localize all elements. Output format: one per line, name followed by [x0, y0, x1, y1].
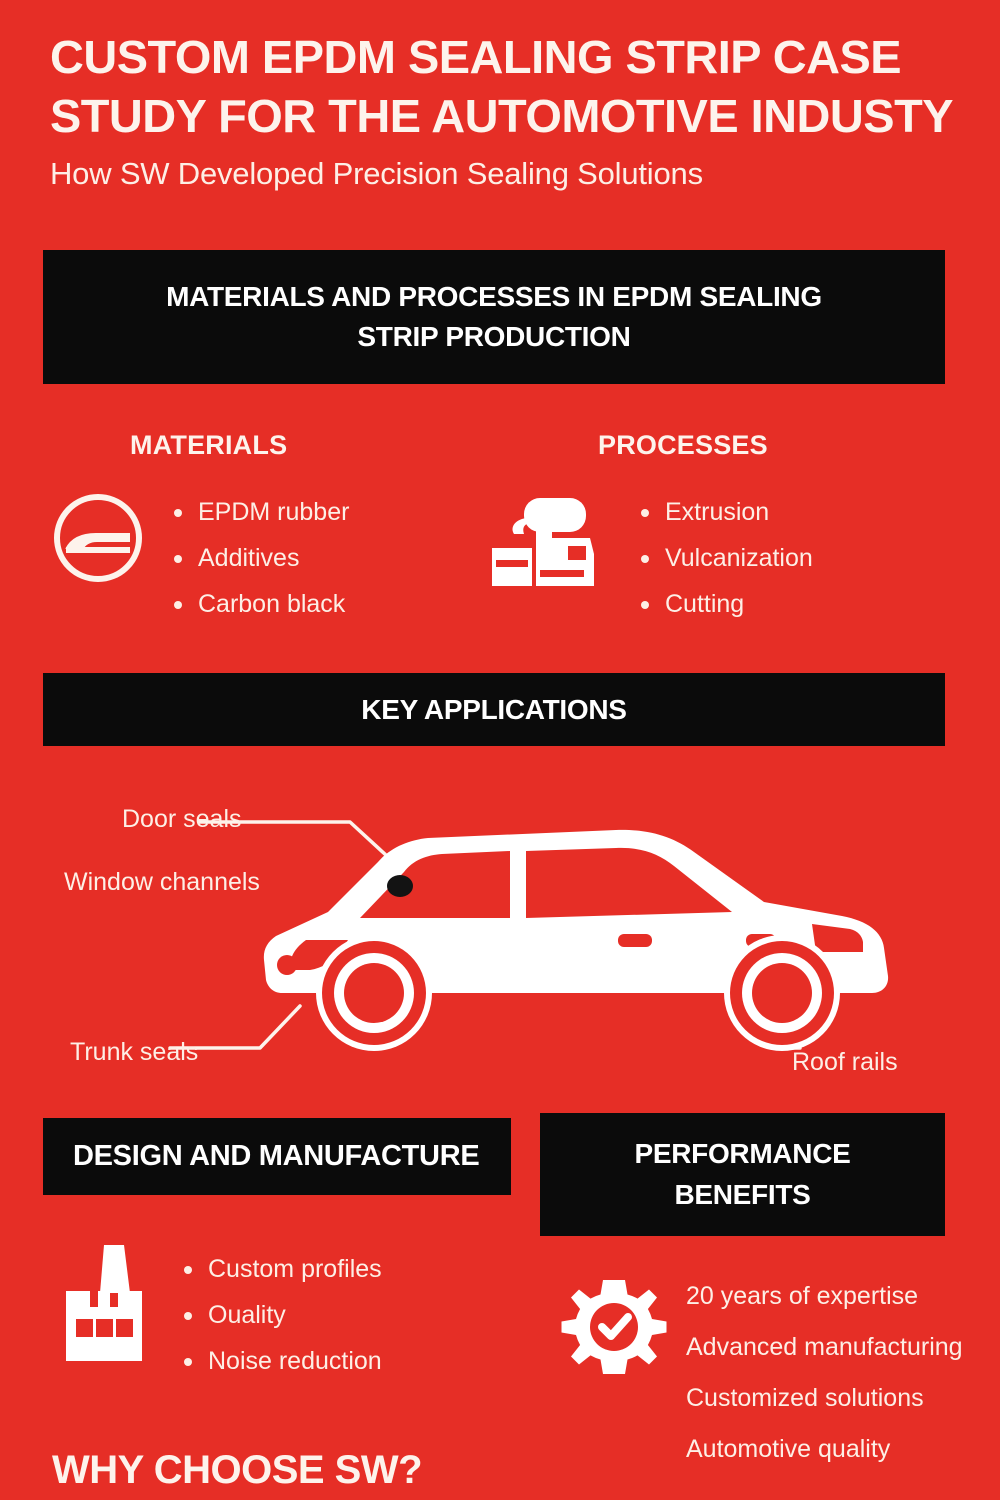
- why-choose-heading: WHY CHOOSE SW?: [52, 1448, 423, 1492]
- list-item: 20 years of expertise: [686, 1282, 919, 1310]
- list-item: Ouality: [180, 1303, 382, 1328]
- list-item: Additives: [170, 546, 349, 571]
- list-item: Custom profiles: [180, 1257, 382, 1282]
- banner-key-applications: KEY APPLICATIONS: [43, 673, 945, 746]
- banner-materials-and-processes: MATERIALS AND PROCESSES IN EPDM SEALING …: [43, 250, 945, 384]
- page-subtitle: How SW Developed Precision Sealing Solut…: [50, 155, 703, 191]
- list-item: Automotive quality: [686, 1435, 891, 1463]
- list-item: Advanced manufacturing: [686, 1333, 963, 1361]
- page-title: CUSTOM EPDM SEALING STRIP CASE STUDY FOR…: [50, 31, 954, 142]
- banner-performance-label: PERFORMANCE BENEFITS: [634, 1137, 851, 1210]
- banner-key-applications-label: KEY APPLICATIONS: [361, 693, 627, 725]
- list-item: Customized solutions: [686, 1384, 924, 1412]
- car-headlight: [277, 955, 297, 975]
- banner-design-and-manufacture: DESIGN AND MANUFACTURE: [43, 1118, 511, 1195]
- heading-materials: MATERIALS: [130, 430, 288, 460]
- banner-materials-label: MATERIALS AND PROCESSES IN EPDM SEALING …: [166, 281, 822, 352]
- factory-icon: [62, 1243, 162, 1378]
- list-item: Carbon black: [170, 592, 349, 617]
- callout-label-window-channels: Window channels: [64, 868, 260, 896]
- list-item: Cutting: [637, 592, 813, 617]
- extruder-machine-icon: [490, 494, 598, 599]
- banner-design-label: DESIGN AND MANUFACTURE: [73, 1139, 480, 1172]
- window-channel-marker: [387, 875, 413, 897]
- header: CUSTOM EPDM SEALING STRIP CASE STUDY FOR…: [50, 28, 960, 192]
- list-item: Extrusion: [637, 500, 813, 525]
- car-front-wheel: [316, 935, 432, 1051]
- car-side-silhouette-icon: [168, 820, 889, 1051]
- callout-label-roof-rails: Roof rails: [792, 1048, 898, 1076]
- list-performance-benefits: 20 years of expertise Advanced manufactu…: [686, 1284, 963, 1488]
- callout-label-door-seals: Door seals: [122, 805, 242, 833]
- list-item: EPDM rubber: [170, 500, 349, 525]
- gear-check-icon: [556, 1276, 672, 1397]
- callout-label-trunk-seals: Trunk seals: [70, 1038, 199, 1066]
- list-materials: EPDM rubber Additives Carbon black: [170, 500, 349, 638]
- car-rear-wheel: [724, 935, 840, 1051]
- heading-processes: PROCESSES: [598, 430, 768, 460]
- car-windows: [290, 847, 863, 970]
- list-processes: Extrusion Vulcanization Cutting: [637, 500, 813, 638]
- list-item: Vulcanization: [637, 546, 813, 571]
- seal-profile-circle-icon: [52, 492, 144, 589]
- banner-performance-benefits: PERFORMANCE BENEFITS: [540, 1113, 945, 1236]
- list-design-and-manufacture: Custom profiles Ouality Noise reduction: [180, 1257, 382, 1395]
- list-item: Noise reduction: [180, 1349, 382, 1374]
